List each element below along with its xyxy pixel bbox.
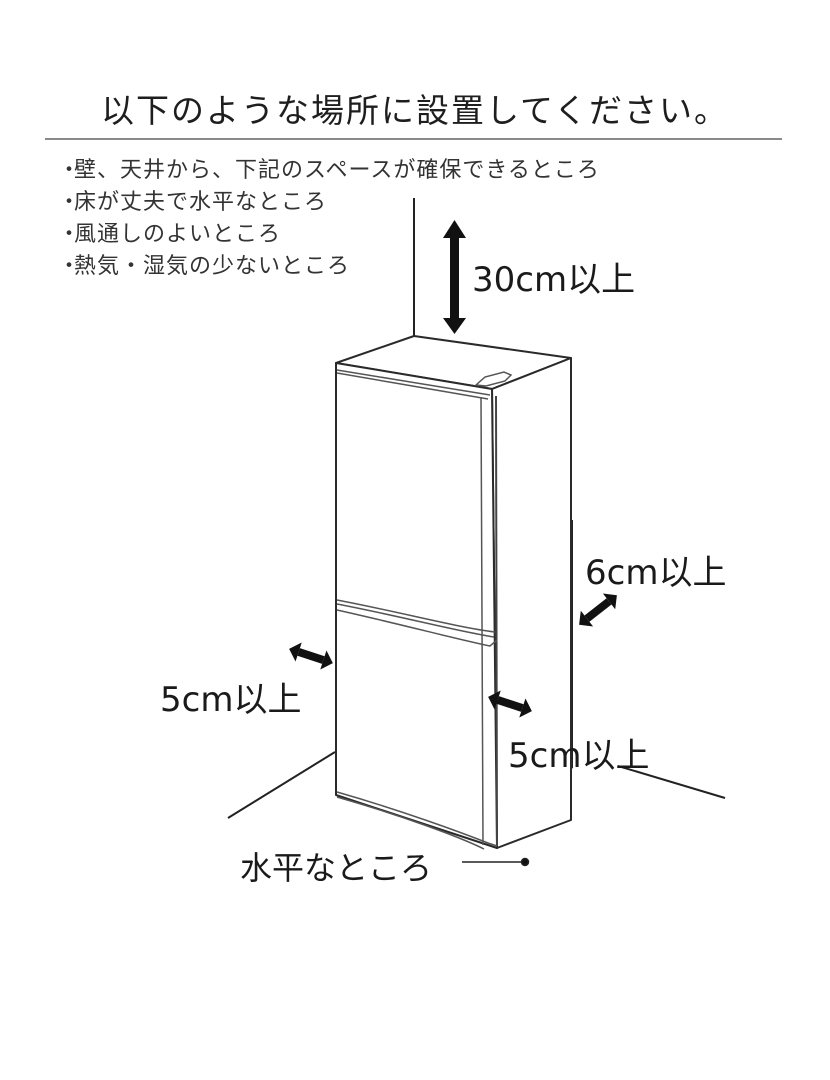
requirements-list: ・壁、天井から、下記のスペースが確保できるところ ・床が丈夫で水平なところ ・風… bbox=[58, 155, 600, 283]
title-divider bbox=[45, 138, 782, 140]
arrow-right-icon bbox=[488, 690, 532, 718]
clearance-left-label: 5cm以上 bbox=[160, 680, 302, 720]
requirement-item: ・床が丈夫で水平なところ bbox=[58, 190, 328, 215]
clearance-right-label: 5cm以上 bbox=[508, 736, 650, 776]
page-title: 以下のような場所に設置してください。 bbox=[100, 91, 730, 130]
arrow-left-icon bbox=[289, 642, 333, 670]
clearance-top-label: 30cm以上 bbox=[472, 260, 636, 300]
floor-pointer bbox=[462, 857, 530, 867]
refrigerator bbox=[335, 335, 572, 849]
arrow-back-icon bbox=[579, 593, 617, 627]
door-details bbox=[336, 369, 513, 850]
clearance-back-label: 6cm以上 bbox=[585, 553, 727, 593]
requirement-item: ・熱気・湿気の少ないところ bbox=[58, 254, 351, 279]
arrow-top-icon bbox=[443, 220, 466, 334]
floor-label: 水平なところ bbox=[240, 849, 433, 887]
requirement-item: ・風通しのよいところ bbox=[58, 222, 282, 247]
requirement-item: ・壁、天井から、下記のスペースが確保できるところ bbox=[58, 158, 600, 183]
